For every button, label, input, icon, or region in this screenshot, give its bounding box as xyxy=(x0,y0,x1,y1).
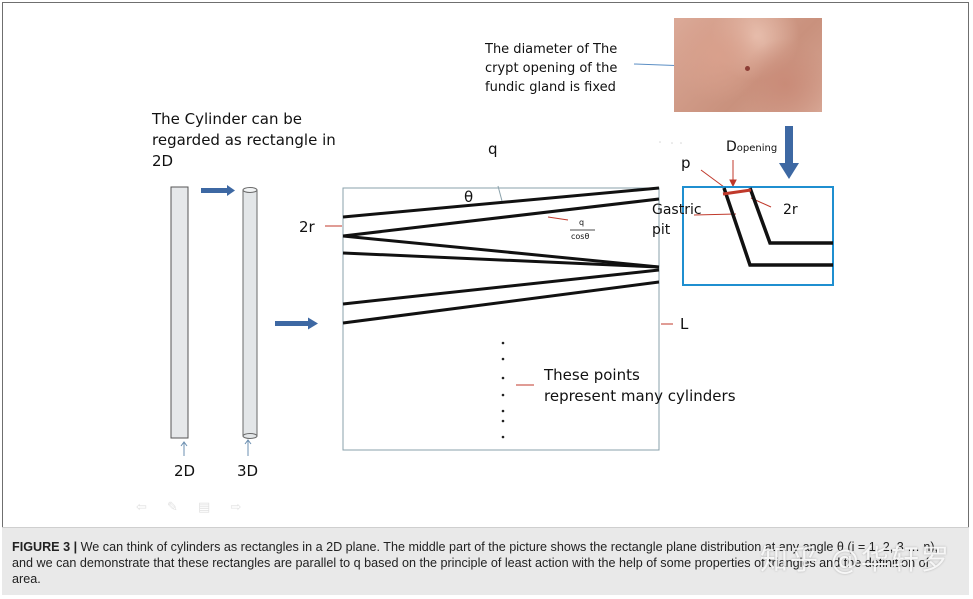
diameter-caption-line2: crypt opening of the xyxy=(485,61,618,76)
fraction-denominator: cosθ xyxy=(571,232,590,241)
points-caption-line2: represent many cylinders xyxy=(544,387,736,405)
cylinder-caption-line3: 2D xyxy=(152,152,174,170)
gastric-pit-walls xyxy=(722,187,833,267)
arrow-photo-to-pit xyxy=(779,126,799,179)
pointer-3d xyxy=(244,439,252,456)
label-p: p xyxy=(681,154,691,172)
d-opening-sub: opening xyxy=(736,143,778,154)
diameter-caption-line1: The diameter of The xyxy=(485,42,618,57)
rectangle-plane xyxy=(342,187,660,451)
label-3d: 3D xyxy=(237,462,259,480)
cylinder-caption-line1: The Cylinder can be xyxy=(152,110,303,128)
fraction-numerator: q xyxy=(579,218,585,227)
pointer-p xyxy=(700,169,725,188)
pointer-2d xyxy=(180,441,188,456)
gastric-pit-box xyxy=(682,186,834,286)
cylinder-caption-line2: regarded as rectangle in xyxy=(152,131,336,149)
gastric-pit-line1: Gastric xyxy=(652,202,702,218)
opening-diameter xyxy=(722,188,752,196)
rectangle-lines xyxy=(342,186,660,325)
label-d-opening: Dopening xyxy=(726,139,777,155)
pointer-gastric-pit xyxy=(693,213,737,216)
caption-label: FIGURE 3 | xyxy=(12,540,78,554)
points-caption-line1: These points xyxy=(544,366,640,384)
label-2r-left: 2r xyxy=(299,218,315,236)
cylinder-3d xyxy=(242,187,258,439)
d-opening-main: D xyxy=(726,139,737,155)
gastric-pit-line2: pit xyxy=(652,222,671,238)
q-pointer xyxy=(497,185,503,202)
caption-body: We can think of cylinders as rectangles … xyxy=(12,540,939,586)
label-q: q xyxy=(488,140,498,158)
label-L: L xyxy=(680,315,689,333)
fundic-gland-photo xyxy=(674,18,822,112)
crypt-opening-dot xyxy=(745,66,750,71)
diameter-caption-line3: fundic gland is fixed xyxy=(485,80,616,95)
watermark: 知乎 @华轩罗 xyxy=(760,543,951,576)
label-2r-right: 2r xyxy=(783,202,798,218)
cylinder-2d xyxy=(170,186,189,439)
caption-box xyxy=(2,527,969,595)
arrow-to-rectangle-plane xyxy=(275,317,318,330)
label-2d: 2D xyxy=(174,462,196,480)
figure-caption: FIGURE 3 | We can think of cylinders as … xyxy=(12,539,952,587)
pointer-frac xyxy=(547,216,569,221)
points-column xyxy=(501,341,505,439)
slide-nav-icons: ⇦ ✎ ▤ ⇨ xyxy=(136,500,250,515)
arrow-2d-to-3d xyxy=(201,185,235,196)
label-theta: θ xyxy=(464,188,474,206)
